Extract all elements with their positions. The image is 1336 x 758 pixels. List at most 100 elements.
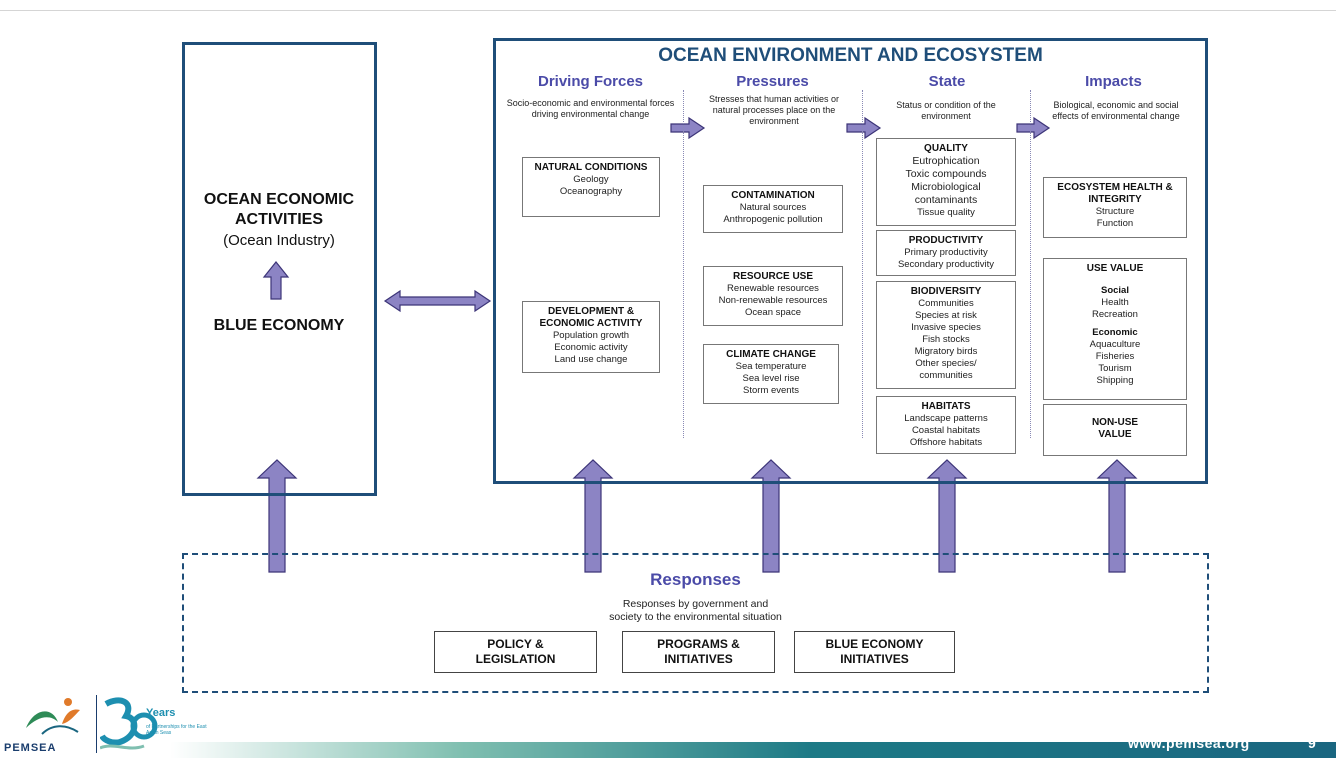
box-item: Non-renewable resources [718,295,828,306]
column-divider [683,90,684,438]
right-arrow-icon [1016,116,1051,140]
box-item: Shipping [1096,375,1134,386]
thirty-years-logo-icon [100,697,158,750]
right-arrow-icon [846,116,882,140]
non-use-value-box: NON-USE VALUE [1043,404,1187,456]
responses-desc: Responses by government and society to t… [184,598,1207,624]
impacts-desc: Biological, economic and social effects … [1052,100,1180,121]
right-arrow-icon [670,116,706,140]
driving-forces-desc: Socio-economic and environmental forces … [506,98,675,119]
box-item: Species at risk [915,310,977,321]
box-item: Land use change [554,354,628,365]
ocean-economic-activities-panel [182,42,377,496]
column-divider [1030,90,1031,438]
box-title: CONTAMINATION [731,190,815,201]
development-economic-activity-box: DEVELOPMENT & ECONOMIC ACTIVITY Populati… [522,301,660,373]
box-title: NATURAL CONDITIONS [534,162,648,173]
box-item: Sea temperature [735,361,807,372]
box-title: BIODIVERSITY [910,286,982,297]
box-item: Tissue quality [917,207,975,218]
footer-bar [170,742,1336,758]
up-arrow-icon [572,459,614,573]
box-item: Storm events [743,385,799,396]
box-item: Invasive species [911,322,981,333]
up-arrow-icon [750,459,792,573]
ocean-environment-title: OCEAN ENVIRONMENT AND ECOSYSTEM [658,45,1043,66]
box-title: QUALITY [924,143,968,154]
driving-forces-heading: Driving Forces [537,73,644,90]
biodiversity-box: BIODIVERSITY Communities Species at risk… [876,281,1016,389]
box-line: INITIATIVES [840,652,909,666]
box-item: Microbiological [911,181,981,193]
box-item: Other species/ [915,358,977,369]
productivity-box: PRODUCTIVITY Primary productivity Second… [876,230,1016,276]
programs-initiatives-box: PROGRAMS & INITIATIVES [622,631,775,673]
habitats-box: HABITATS Landscape patterns Coastal habi… [876,396,1016,454]
blue-economy-initiatives-box: BLUE ECONOMY INITIATIVES [794,631,955,673]
box-item: communities [919,370,973,381]
up-arrow-icon [262,261,290,300]
box-item: Offshore habitats [909,437,983,448]
box-item: Fisheries [1095,351,1135,362]
policy-legislation-box: POLICY & LEGISLATION [434,631,597,673]
ocean-environment-panel [493,38,1208,484]
box-item: Migratory birds [914,346,978,357]
box-item: Tourism [1098,363,1132,374]
box-item: Economic activity [554,342,628,353]
footer-url-link[interactable]: www.pemsea.org [1128,735,1250,751]
blue-economy-label: BLUE ECONOMY [213,317,345,334]
box-item: Primary productivity [904,247,988,258]
use-value-box: USE VALUE Social Health Recreation Econo… [1043,258,1187,400]
thirty-years-label: Years [146,707,176,719]
box-item: Renewable resources [727,283,819,294]
ecosystem-health-box: ECOSYSTEM HEALTH & INTEGRITY Structure F… [1043,177,1187,238]
state-desc: Status or condition of the environment [896,100,996,121]
logo-divider [96,695,97,753]
box-item: Fish stocks [922,334,970,345]
impacts-heading: Impacts [1085,73,1142,90]
box-title: DEVELOPMENT & ECONOMIC ACTIVITY [539,306,643,329]
double-arrow-icon [383,289,492,313]
ocean-economic-activities-title: OCEAN ECONOMIC ACTIVITIES [203,191,355,228]
box-item: Population growth [552,330,630,341]
box-title: CLIMATE CHANGE [726,349,816,360]
box-item: Geology [573,174,609,185]
resource-use-box: RESOURCE USE Renewable resources Non-ren… [703,266,843,326]
box-item: Health [1101,297,1129,308]
box-item: Communities [918,298,974,309]
ocean-industry-subtitle: (Ocean Industry) [223,232,335,249]
box-line: LEGISLATION [475,652,556,666]
group-title: Economic [1092,327,1138,338]
thirty-years-sub: of Partnerships for the East Asian Seas [146,724,207,736]
responses-panel [182,553,1209,693]
contamination-box: CONTAMINATION Natural sources Anthropoge… [703,185,843,233]
quality-box: QUALITY Eutrophication Toxic compounds M… [876,138,1016,226]
box-title: PRODUCTIVITY [908,235,984,246]
top-rule [0,10,1336,11]
box-title: HABITATS [921,401,971,412]
box-item: Natural sources [739,202,807,213]
box-item: Landscape patterns [904,413,988,424]
state-heading: State [928,73,966,90]
box-line: POLICY & [487,637,544,651]
column-divider [862,90,863,438]
up-arrow-icon [1096,459,1138,573]
box-item: Sea level rise [742,373,800,384]
box-item: Recreation [1092,309,1138,320]
pressures-heading: Pressures [736,73,809,90]
box-item: Eutrophication [912,155,980,167]
natural-conditions-box: NATURAL CONDITIONS Geology Oceanography [522,157,660,217]
box-item: Secondary productivity [897,259,995,270]
box-line: BLUE ECONOMY [825,637,924,651]
box-title: NON-USE VALUE [1091,417,1139,440]
box-item: Coastal habitats [911,425,981,436]
up-arrow-icon [926,459,968,573]
box-line: INITIATIVES [664,652,733,666]
responses-desc-line: Responses by government and [622,598,769,610]
pemsea-logo-icon [26,698,80,735]
box-item: contaminants [914,194,978,206]
box-item: Structure [1095,206,1135,217]
pemsea-logo-text: PEMSEA [4,742,57,754]
box-title: USE VALUE [1086,263,1144,274]
